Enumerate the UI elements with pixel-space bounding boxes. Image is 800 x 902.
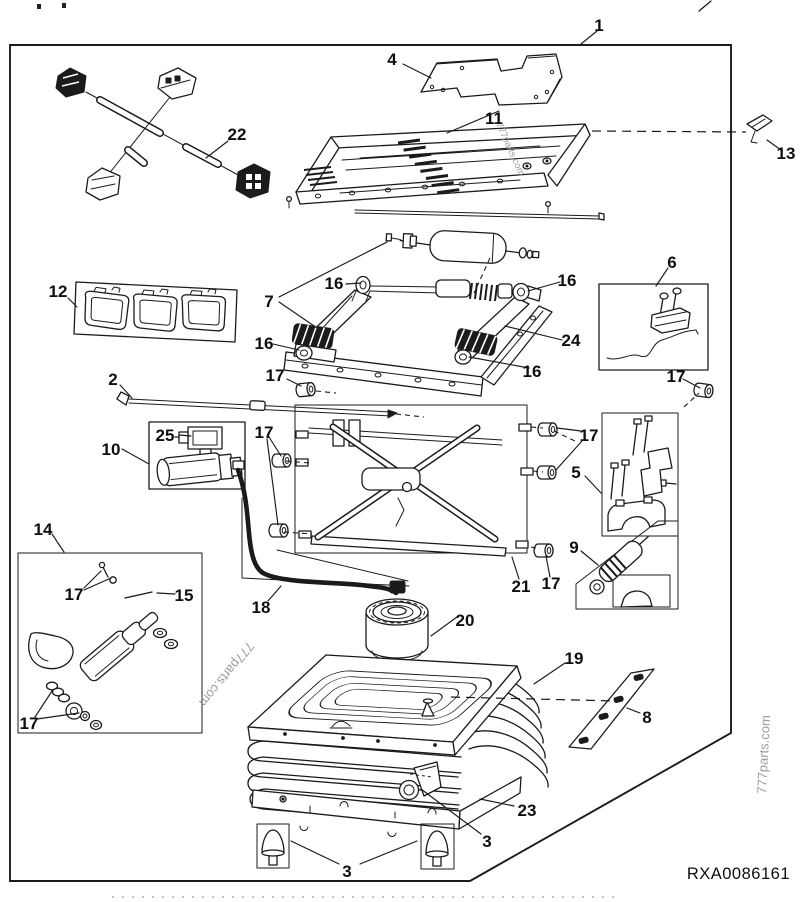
air-spring-20 [365, 580, 429, 662]
callout-11: 11 [485, 109, 503, 128]
callout-15: 15 [175, 586, 194, 605]
connector-d [235, 163, 271, 199]
bumper-box-left [256, 823, 290, 869]
callout-16: 16 [325, 274, 344, 293]
rod-2 [116, 391, 398, 419]
gas-cylinder [385, 230, 540, 264]
spring-right [454, 328, 498, 356]
inset-box-6 [598, 283, 709, 371]
roller-bottom-left [293, 343, 337, 363]
air-hose-18 [232, 460, 410, 596]
callout-leaders [34, 30, 782, 865]
kit-boot [28, 632, 74, 670]
callout-22: 22 [228, 125, 247, 144]
latch-screws [659, 287, 682, 317]
slide-rod [354, 209, 605, 221]
callout-9: 9 [569, 538, 578, 557]
callout-17: 17 [65, 585, 84, 604]
callout-3: 3 [482, 832, 491, 851]
callout-4: 4 [387, 50, 397, 69]
shock-9 [589, 535, 653, 608]
callout-16: 16 [558, 271, 577, 290]
connector-a [55, 67, 87, 98]
inset-box-12 [73, 281, 238, 343]
damper-link [369, 279, 513, 302]
kit-washers [45, 627, 179, 731]
callout-17: 17 [255, 423, 274, 442]
callout-17: 17 [266, 366, 285, 385]
screw-strip-8 [568, 668, 655, 750]
bellows-base-frame-23 [251, 776, 522, 837]
callout-2: 2 [108, 370, 117, 389]
frame-screws [285, 195, 552, 214]
inset-box-21 [294, 404, 534, 557]
kit-bolt [98, 561, 117, 584]
callout-14: 14 [34, 520, 53, 539]
inset-box-14 [17, 552, 203, 734]
tray-fittings [329, 698, 435, 729]
callout-16: 16 [255, 334, 274, 353]
frame-grille-left [303, 166, 338, 186]
callout-3: 3 [342, 862, 351, 881]
callout-21: 21 [512, 577, 531, 596]
callout-16: 16 [523, 362, 542, 381]
frame-grille [397, 138, 460, 195]
callout-8: 8 [642, 708, 651, 727]
inset-box-9 [575, 520, 679, 610]
bracket-4 [420, 53, 563, 106]
inset-box-25-10 [148, 421, 246, 490]
callout-17: 17 [580, 426, 599, 445]
seat-frame-11 [285, 123, 605, 221]
saddle-clamp [607, 496, 666, 532]
callout-25: 25 [156, 426, 175, 445]
roller-top-right [512, 282, 542, 302]
callout-24: 24 [562, 331, 581, 350]
callout-20: 20 [456, 611, 475, 630]
drawing-number: RXA0086161 [687, 865, 790, 883]
kit-shock [79, 611, 159, 682]
watermark-right: 777parts.com [754, 715, 773, 794]
callout-1: 1 [594, 16, 603, 35]
connector-b [157, 67, 197, 100]
bumper-box-right [420, 823, 455, 870]
callout-7: 7 [264, 292, 273, 311]
scissor-upper-assembly [283, 275, 553, 397]
bellows-top-tray [247, 654, 522, 756]
callout-18: 18 [252, 598, 271, 617]
clip-13 [746, 114, 773, 144]
callout-13: 13 [777, 144, 796, 163]
callout-5: 5 [571, 463, 580, 482]
inset-box-5 [601, 412, 679, 537]
callout-17: 17 [20, 714, 39, 733]
bellows-19 [247, 654, 549, 837]
callout-17: 17 [667, 367, 686, 386]
callout-12: 12 [49, 282, 68, 301]
connector-c [85, 167, 121, 201]
watermark-middle: 777parts.com [196, 639, 257, 710]
valve-knob-3 [398, 761, 442, 801]
roller-top-left [351, 275, 371, 302]
drawing-border [9, 44, 732, 882]
callout-6: 6 [667, 253, 676, 272]
callout-23: 23 [518, 801, 537, 820]
clamp-bolts [610, 415, 677, 500]
callout-10: 10 [102, 440, 121, 459]
callout-19: 19 [565, 649, 584, 668]
spring-left [291, 323, 335, 349]
scan-artifacts [37, 0, 712, 898]
alignment-dashes [283, 130, 747, 778]
wiring-harness-22 [55, 67, 271, 201]
callout-17: 17 [542, 574, 561, 593]
